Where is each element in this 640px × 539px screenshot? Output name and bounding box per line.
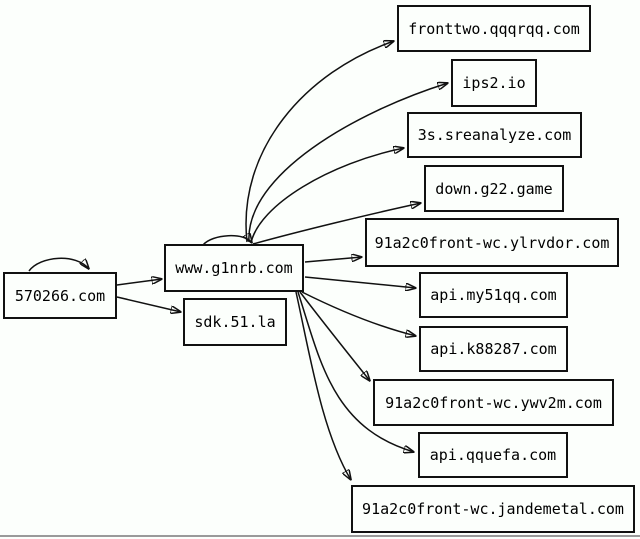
node-down-g22-game: down.g22.game — [424, 165, 564, 212]
node-label: 570266.com — [14, 286, 106, 305]
node-api-qquefa-com: api.qquefa.com — [418, 432, 568, 478]
edge-g1nrb-to-3s-sreanalyze — [250, 148, 404, 244]
node-3s-sreanalyze-com: 3s.sreanalyze.com — [407, 112, 582, 158]
node-www-g1nrb-com: www.g1nrb.com — [164, 244, 304, 292]
node-label: 91a2c0front-wc.jandemetal.com — [362, 500, 624, 518]
node-label: www.g1nrb.com — [175, 259, 293, 277]
node-label: sdk.51.la — [194, 313, 276, 331]
node-label: api.my51qq.com — [430, 286, 557, 304]
edge-g1nrb-to-my51qq — [304, 276, 416, 288]
node-91a2c0front-wc-ywv2m-com: 91a2c0front-wc.ywv2m.com — [373, 379, 614, 426]
edge-570266-self-loop — [28, 257, 89, 272]
node-label: 91a2c0front-wc.ywv2m.com — [385, 393, 602, 412]
node-label: down.g22.game — [435, 179, 553, 198]
edge-g1nrb-to-down-g22 — [252, 203, 421, 245]
edge-g1nrb-to-jandemetal — [295, 291, 351, 480]
edge-570266-to-sdk51la — [116, 296, 181, 312]
node-api-k88287-com: api.k88287.com — [419, 326, 568, 372]
edge-570266-to-g1nrb — [116, 279, 162, 286]
edge-g1nrb-to-fronttwo — [245, 41, 394, 243]
node-label: fronttwo.qqqrqq.com — [408, 19, 580, 38]
node-fronttwo-qqqrqq-com: fronttwo.qqqrqq.com — [397, 5, 591, 52]
node-label: 3s.sreanalyze.com — [417, 126, 572, 144]
node-sdk-51-la: sdk.51.la — [183, 298, 287, 346]
node-ips2-io: ips2.io — [451, 59, 537, 107]
node-570266-com: 570266.com — [3, 272, 117, 319]
edge-g1nrb-to-k88287 — [301, 291, 416, 336]
node-api-my51qq-com: api.my51qq.com — [419, 272, 568, 318]
edge-g1nrb-to-ywv2m — [299, 291, 370, 381]
edge-g1nrb-to-ips2 — [248, 83, 448, 243]
node-91a2c0front-wc-ylrvdor-com: 91a2c0front-wc.ylrvdor.com — [365, 218, 619, 267]
node-label: api.k88287.com — [430, 340, 557, 358]
node-91a2c0front-wc-jandemetal-com: 91a2c0front-wc.jandemetal.com — [351, 485, 635, 533]
node-label: 91a2c0front-wc.ylrvdor.com — [374, 233, 610, 252]
edge-g1nrb-to-ylrvdor — [304, 257, 362, 263]
bottom-divider — [0, 535, 640, 537]
node-label: api.qquefa.com — [429, 446, 557, 464]
edge-g1nrb-to-qquefa — [297, 291, 414, 452]
node-label: ips2.io — [462, 74, 526, 92]
